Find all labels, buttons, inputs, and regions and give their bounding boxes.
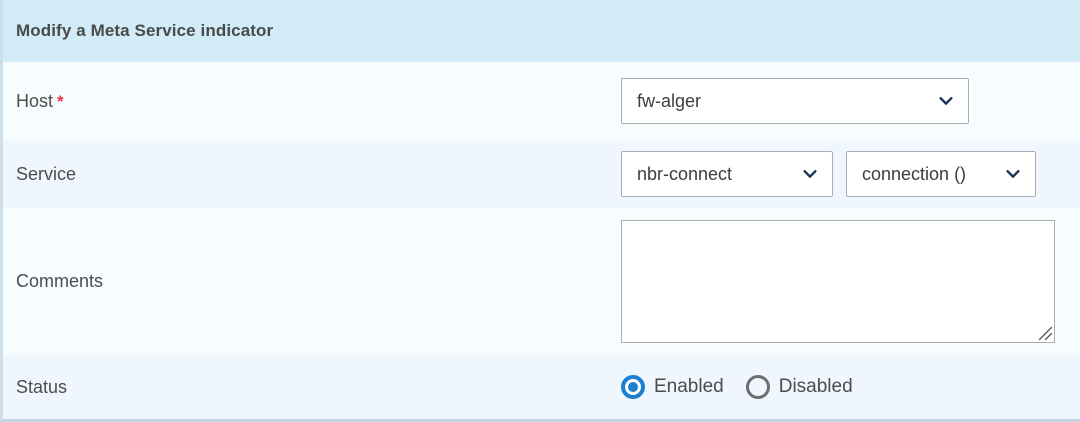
status-radio-enabled-label: Enabled xyxy=(654,376,724,397)
host-control: fw-alger xyxy=(621,78,969,124)
chevron-down-icon xyxy=(802,166,818,182)
service-label-text: Service xyxy=(16,163,77,184)
required-asterisk: * xyxy=(57,91,64,111)
radio-selected-icon xyxy=(621,375,645,399)
comments-control xyxy=(621,220,1055,343)
form-row-comments: Comments xyxy=(3,208,1080,355)
service-instance-select[interactable]: connection () xyxy=(846,151,1036,197)
host-select[interactable]: fw-alger xyxy=(621,78,969,124)
radio-unselected-icon xyxy=(745,375,770,399)
page-title: Modify a Meta Service indicator xyxy=(16,21,274,40)
service-select-value: nbr-connect xyxy=(637,163,733,184)
status-radio-group: Enabled Disabled xyxy=(621,375,853,399)
service-select[interactable]: nbr-connect xyxy=(621,151,833,197)
status-label: Status xyxy=(16,377,621,398)
form-row-host: Host* fw-alger xyxy=(3,62,1080,140)
form-row-status: Status Enabled Disabled xyxy=(3,355,1080,419)
service-label: Service xyxy=(16,164,621,185)
host-label: Host* xyxy=(16,91,621,112)
chevron-down-icon xyxy=(938,93,954,109)
comments-textarea[interactable] xyxy=(621,220,1055,343)
service-instance-select-value: connection () xyxy=(862,163,967,184)
form-row-service: Service nbr-connect connection () xyxy=(3,140,1080,208)
host-label-text: Host xyxy=(16,90,54,111)
status-radio-disabled[interactable]: Disabled xyxy=(745,375,853,399)
chevron-down-icon xyxy=(1005,166,1021,182)
host-select-value: fw-alger xyxy=(637,90,702,111)
comments-label-text: Comments xyxy=(16,271,104,291)
service-control: nbr-connect connection () xyxy=(621,151,1036,197)
status-radio-disabled-label: Disabled xyxy=(778,376,853,397)
status-label-text: Status xyxy=(16,376,68,397)
comments-label: Comments xyxy=(16,271,621,292)
status-radio-enabled[interactable]: Enabled xyxy=(621,375,724,399)
panel-header: Modify a Meta Service indicator xyxy=(3,0,1080,62)
status-control: Enabled Disabled xyxy=(621,375,853,399)
